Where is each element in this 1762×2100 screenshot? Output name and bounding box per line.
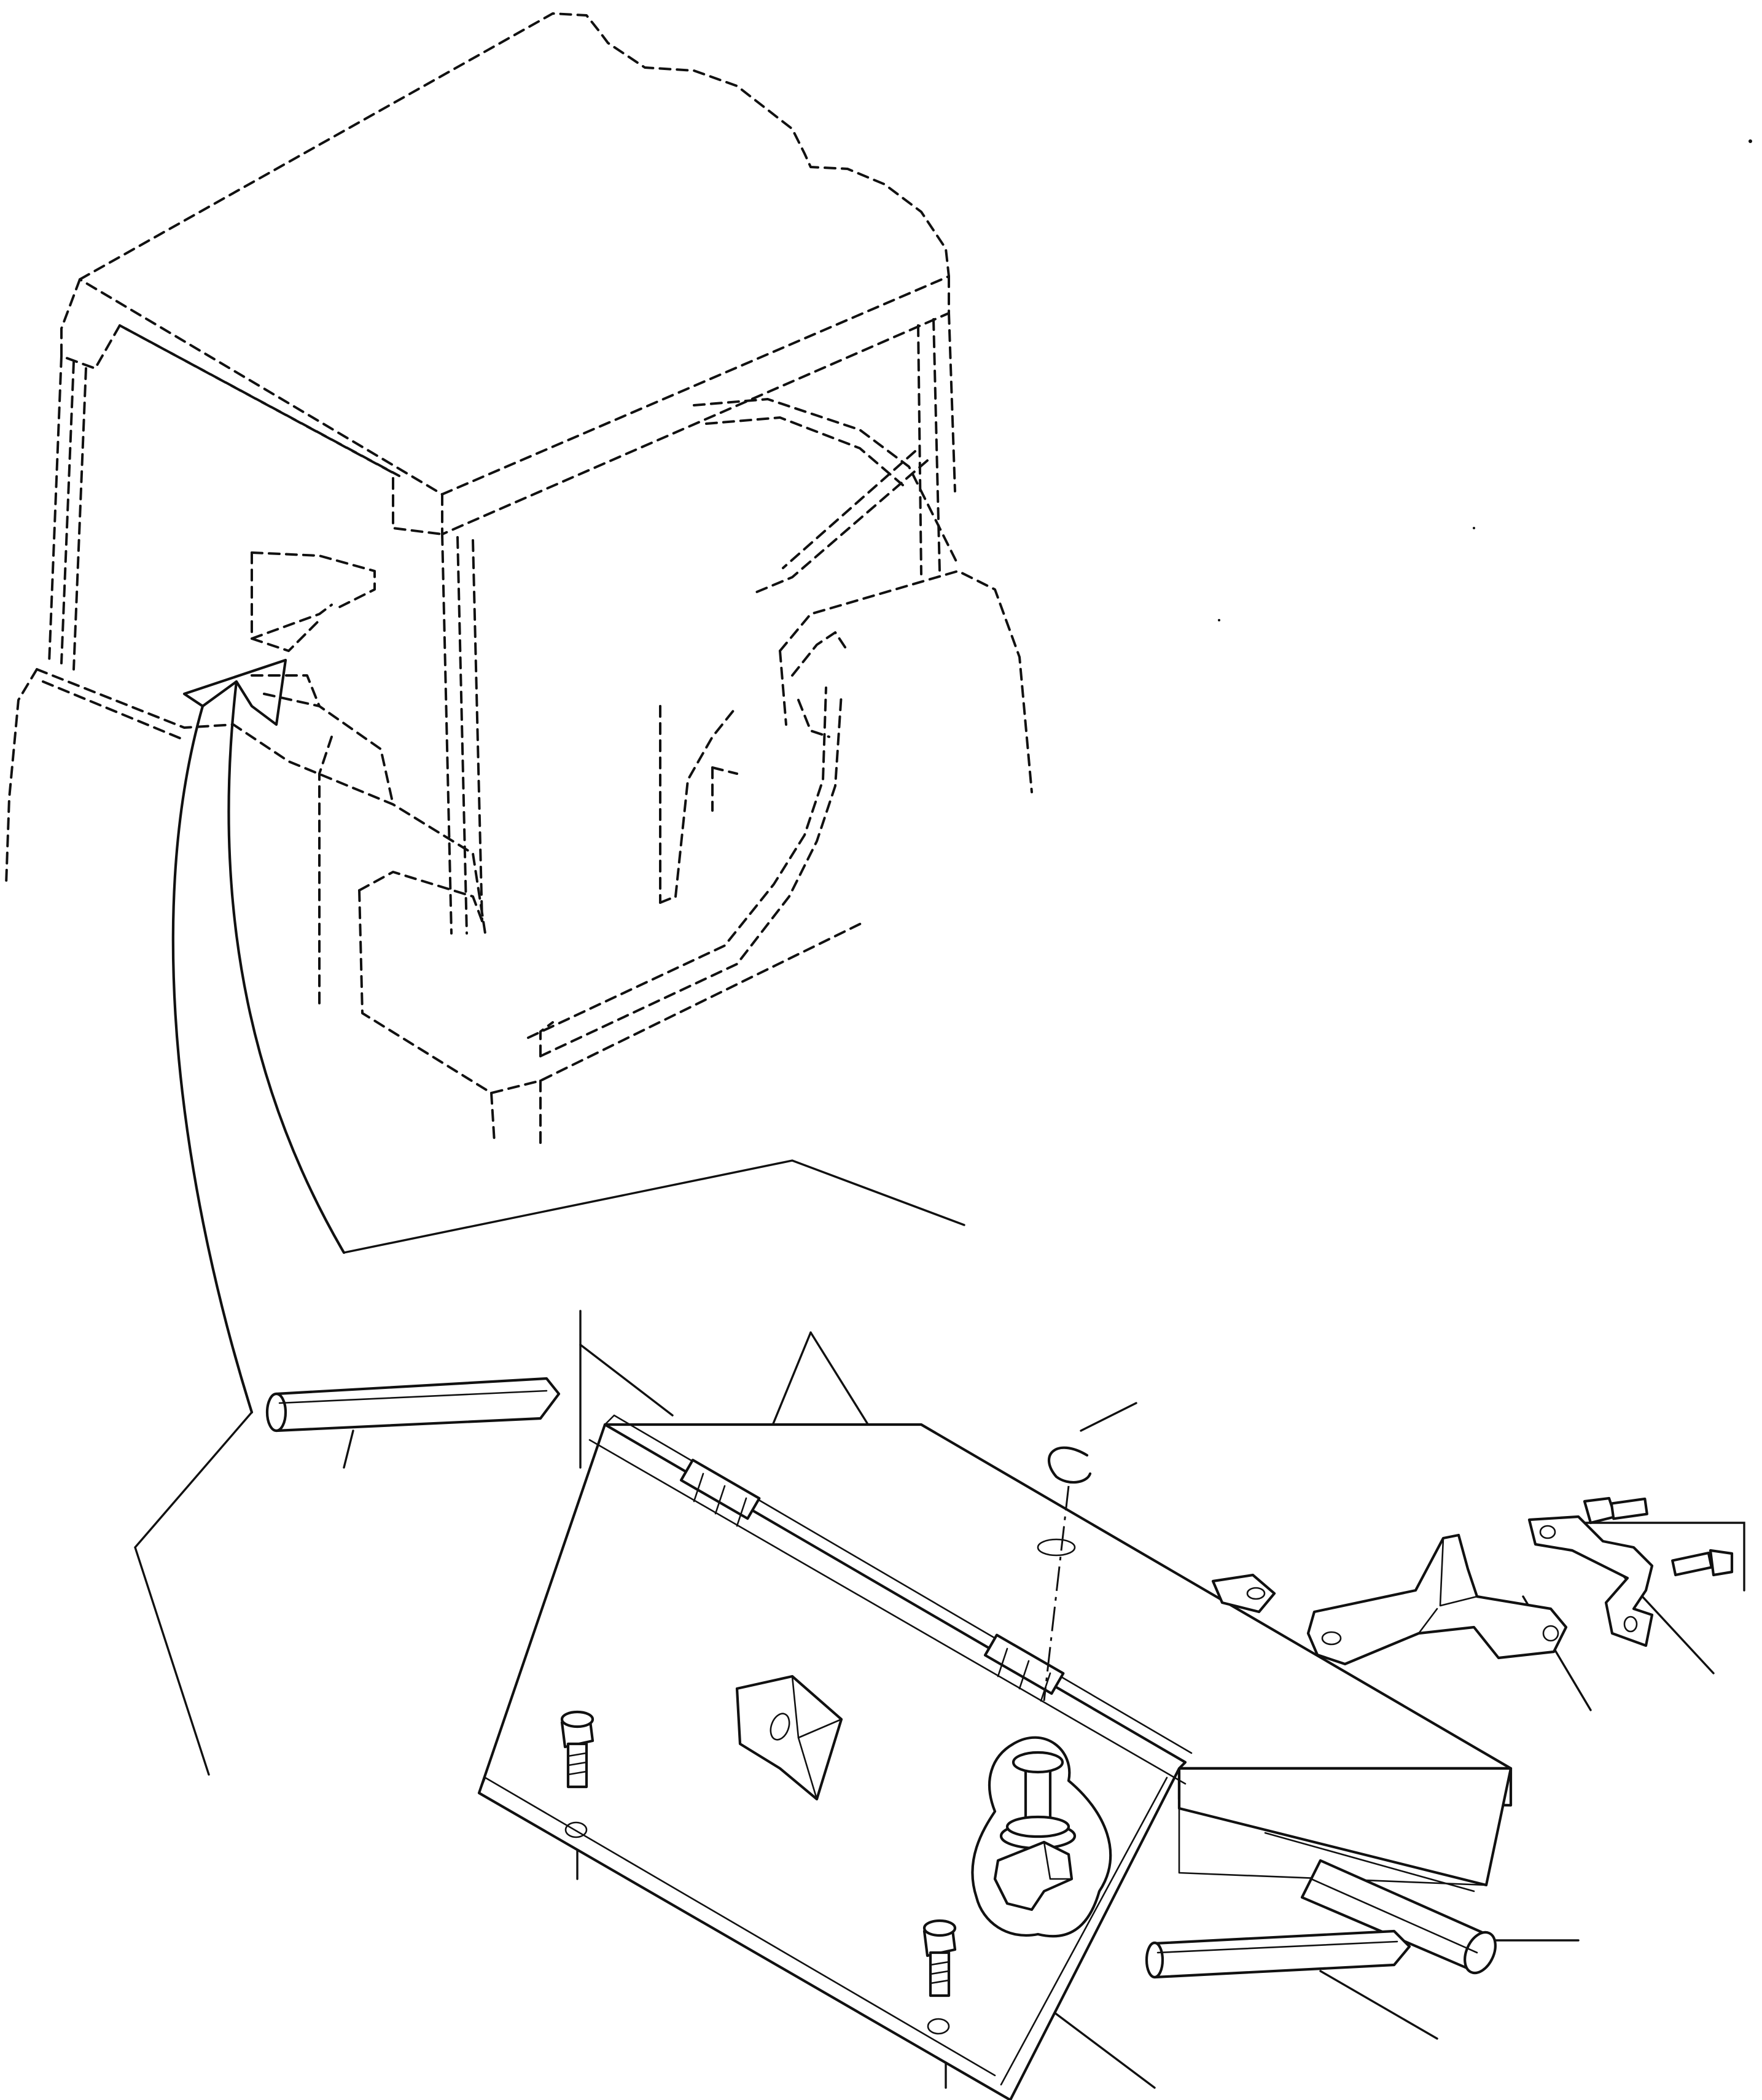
clamp-bolts xyxy=(1583,1496,1734,1577)
panel-bolt-left xyxy=(560,1710,594,1838)
latch-handle xyxy=(971,1736,1112,1938)
panel-bolts xyxy=(560,1710,957,2035)
clamp-bolt-2 xyxy=(1671,1549,1734,1577)
retaining-clip xyxy=(1037,1446,1092,1701)
seal-strip-lower-right xyxy=(1300,1859,1497,1975)
clamp-bolt-1 xyxy=(1583,1496,1648,1525)
bracket-arm xyxy=(1211,1533,1568,1666)
panel-bolt-right xyxy=(922,1919,957,2035)
cab-outline xyxy=(5,12,1033,1149)
cover-panel xyxy=(477,1414,1513,2100)
seal-strip-upper xyxy=(265,1377,561,1433)
locator-arrow xyxy=(171,658,346,1414)
seal-strip-lower-mid xyxy=(1145,1929,1411,1979)
u-clamp xyxy=(1527,1515,1654,1647)
panel-center-bracket xyxy=(735,1674,843,1801)
hinge-top xyxy=(679,1458,1065,1702)
